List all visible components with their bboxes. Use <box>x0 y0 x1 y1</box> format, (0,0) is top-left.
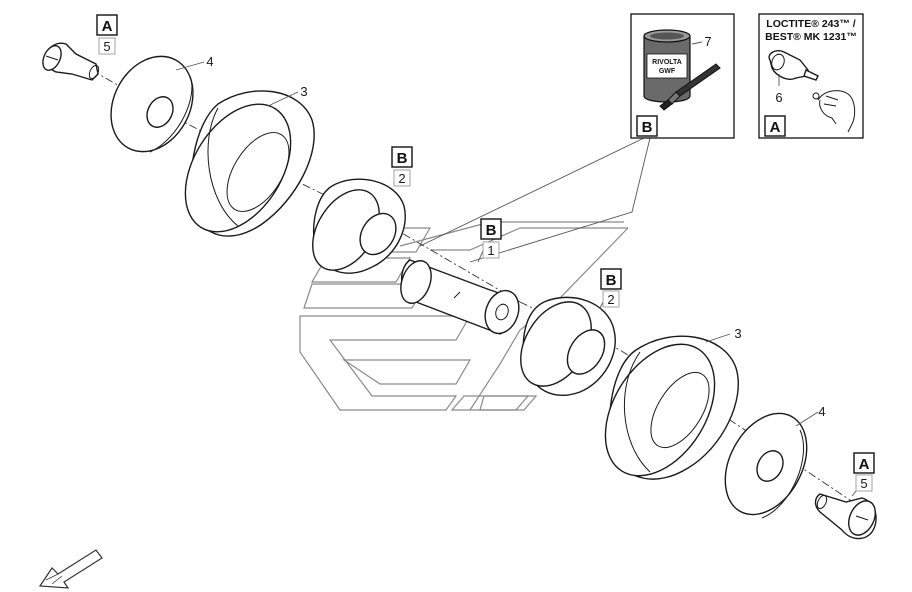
callout-number: 2 <box>398 171 405 186</box>
wheel-bottom[interactable] <box>583 325 739 496</box>
loctite-panel-ref-letter: A <box>770 119 781 136</box>
ref-letter: B <box>606 272 617 289</box>
callout-number: 5 <box>860 476 867 491</box>
callout-wheel-top: 3 <box>300 84 307 99</box>
callout-washer-bottom: 4 <box>818 404 825 419</box>
bolt-bottom[interactable] <box>814 493 880 540</box>
callout-bolt-top: A 5 <box>96 14 118 55</box>
callout-grease-can: 7 <box>704 34 711 49</box>
spacer-top[interactable] <box>299 178 406 282</box>
wheel-top[interactable] <box>164 85 315 250</box>
grease-leader-lines <box>419 137 651 263</box>
washer-bottom[interactable] <box>709 399 823 528</box>
callout-washer-top: 4 <box>206 54 213 69</box>
loctite-title-line1: LOCTITE® 243™ / <box>766 18 856 30</box>
ref-letter: A <box>859 456 870 473</box>
hand-icon <box>812 90 856 133</box>
callout-spacer-bottom: B 2 <box>600 268 622 308</box>
loctite-title-line2: BEST® MK 1231™ <box>765 31 857 43</box>
callout-wheel-bottom: 3 <box>734 326 741 341</box>
grease-panel-ref-letter: B <box>642 119 653 136</box>
ref-letter: A <box>102 18 113 35</box>
grease-panel: RIVOLTA GWF 7 B <box>630 13 735 139</box>
can-label-line1: RIVOLTA <box>652 59 682 66</box>
brush-icon <box>659 63 721 111</box>
callout-shaft: B 1 <box>480 218 502 259</box>
grease-can-icon: RIVOLTA GWF <box>643 29 691 103</box>
callout-number: 1 <box>487 243 494 258</box>
callout-loctite-bottle: 6 <box>775 90 782 105</box>
bolt-top[interactable] <box>39 42 100 81</box>
callout-number: 2 <box>607 292 614 307</box>
can-label-line2: GWF <box>659 68 676 75</box>
washer-top[interactable] <box>95 42 209 166</box>
shaft[interactable] <box>395 257 524 339</box>
spacer-bottom[interactable] <box>506 289 616 399</box>
threadlocker-bottle-icon <box>768 50 819 81</box>
callout-number: 5 <box>103 39 110 54</box>
front-direction-arrow-icon <box>38 549 103 589</box>
ref-letter: B <box>397 150 408 167</box>
callout-spacer-top: B 2 <box>391 146 413 187</box>
ref-letter: B <box>486 222 497 239</box>
loctite-panel: LOCTITE® 243™ / BEST® MK 1231™ 6 A <box>758 13 864 139</box>
callout-bolt-bottom: A 5 <box>853 452 875 492</box>
